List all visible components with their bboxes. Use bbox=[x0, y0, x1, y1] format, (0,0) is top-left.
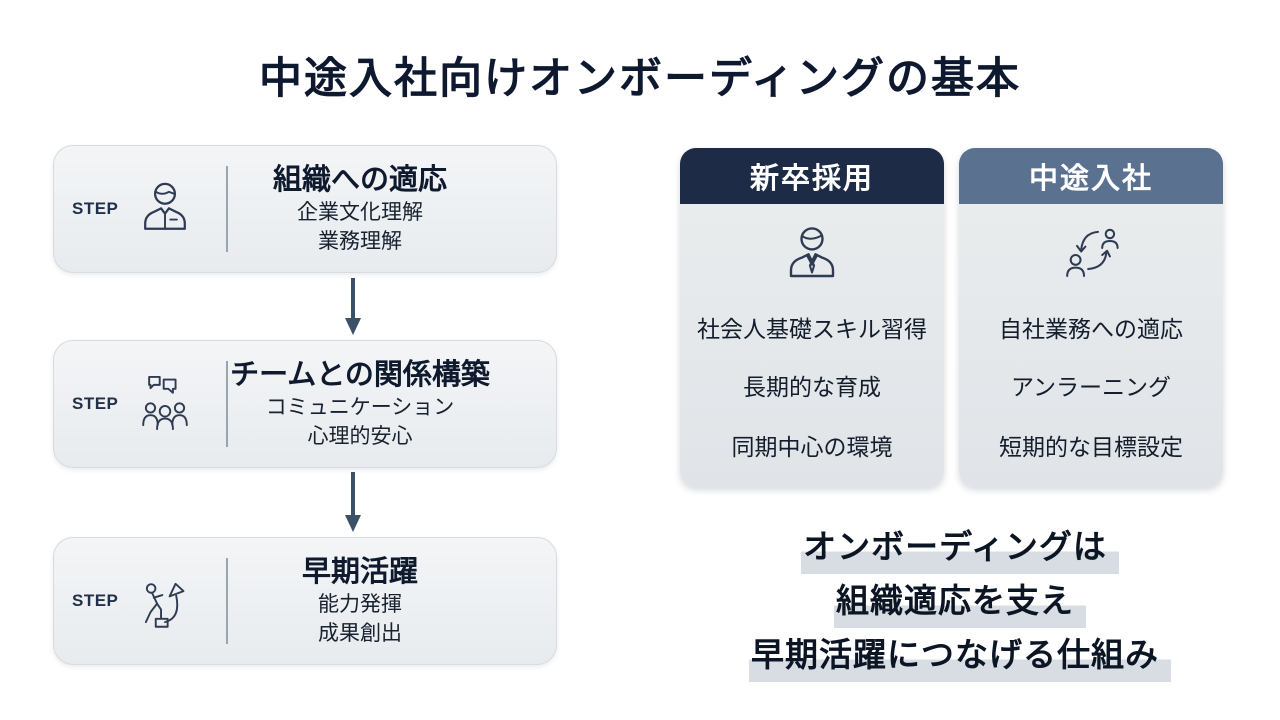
card-item: アンラーニング bbox=[1010, 374, 1172, 400]
step-label: STEP bbox=[72, 591, 119, 610]
card-body: 社会人基礎スキル習得 長期的な育成 同期中心の環境 bbox=[680, 204, 944, 487]
summary-line: 早期活躍につなげる仕組み bbox=[700, 633, 1220, 684]
step-text-block: 早期活躍 能力発揮 成果創出 bbox=[228, 555, 556, 647]
summary-text: オンボーディングは 組織適応を支え 早期活躍につなげる仕組み bbox=[700, 525, 1220, 687]
step-card-org-adaptation: STEP 組織への適応 企業文化理解 業務理解 bbox=[53, 145, 557, 273]
step-card-team-relationship: STEP チームとの関係構築 コミュニケーション 心理的安心 bbox=[53, 340, 557, 468]
step-label: STEP bbox=[72, 199, 119, 218]
step-detail-line: 成果創出 bbox=[318, 622, 402, 645]
step-detail-line: 企業文化理解 bbox=[297, 201, 423, 224]
step-text-block: 組織への適応 企業文化理解 業務理解 bbox=[228, 163, 556, 255]
card-item: 社会人基礎スキル習得 bbox=[697, 316, 927, 342]
team-chat-icon bbox=[132, 369, 198, 439]
step-card-early-contribution: STEP 早期活躍 能力発揮 成果創出 bbox=[53, 537, 557, 665]
step-detail-line: コミュニケーション bbox=[265, 396, 455, 419]
step-title: 組織への適応 bbox=[272, 164, 447, 196]
down-arrow-icon bbox=[344, 277, 362, 335]
card-header: 新卒採用 bbox=[680, 148, 944, 204]
card-item: 自社業務への適応 bbox=[999, 316, 1183, 342]
summary-line: 組織適応を支え bbox=[700, 579, 1220, 630]
card-header: 中途入社 bbox=[959, 148, 1223, 204]
climb-growth-icon bbox=[132, 566, 198, 636]
businessperson-icon bbox=[132, 174, 198, 244]
step-divider bbox=[226, 558, 228, 644]
step-detail-line: 能力発揮 bbox=[318, 593, 402, 616]
step-label: STEP bbox=[72, 394, 119, 413]
comparison-card-midcareer: 中途入社 自社業務への適応 アンラーニング 短期的な目標設定 bbox=[959, 148, 1223, 487]
highlighted-text: 組織適応を支え bbox=[834, 579, 1086, 628]
highlighted-text: 早期活躍につなげる仕組み bbox=[749, 633, 1171, 682]
step-title: 早期活躍 bbox=[301, 556, 418, 588]
down-arrow-icon bbox=[344, 471, 362, 532]
highlighted-text: オンボーディングは bbox=[801, 525, 1119, 574]
career-change-icon bbox=[1056, 220, 1126, 290]
step-divider bbox=[226, 361, 228, 447]
new-graduate-icon bbox=[777, 220, 847, 290]
card-item: 短期的な目標設定 bbox=[999, 434, 1183, 460]
step-detail-line: 業務理解 bbox=[318, 230, 402, 253]
card-item: 同期中心の環境 bbox=[731, 434, 893, 460]
comparison-card-newgrad: 新卒採用 社会人基礎スキル習得 長期的な育成 同期中心の環境 bbox=[680, 148, 944, 487]
step-text-block: チームとの関係構築 コミュニケーション 心理的安心 bbox=[228, 358, 556, 450]
page-title: 中途入社向けオンボーディングの基本 bbox=[259, 55, 1021, 103]
step-divider bbox=[226, 166, 228, 252]
card-body: 自社業務への適応 アンラーニング 短期的な目標設定 bbox=[959, 204, 1223, 487]
step-detail-line: 心理的安心 bbox=[307, 425, 413, 448]
summary-line: オンボーディングは bbox=[700, 525, 1220, 576]
card-item: 長期的な育成 bbox=[743, 374, 881, 400]
step-title: チームとの関係構築 bbox=[230, 359, 490, 391]
